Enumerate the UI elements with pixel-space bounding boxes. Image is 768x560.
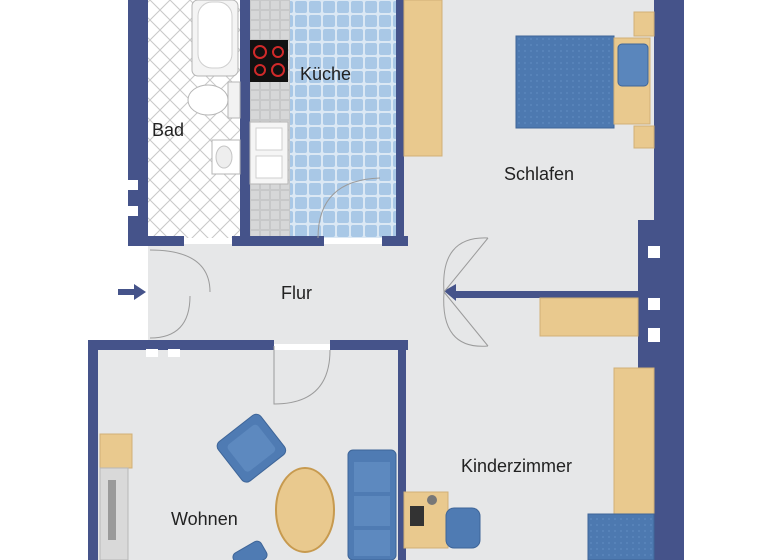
- windows: [128, 180, 660, 357]
- stove-icon: [250, 40, 288, 82]
- wall-bad-kueche: [240, 0, 250, 246]
- wall-corner-arrow: [444, 284, 456, 301]
- sink-icon: [211, 139, 241, 175]
- wall-kueche-right: [396, 0, 404, 246]
- wall-kinder-top: [456, 291, 640, 298]
- wall-wohnen-top-left: [88, 340, 274, 350]
- wall-top-flur-right: [382, 236, 408, 246]
- tv-cabinet: [99, 433, 133, 560]
- double-bed: [515, 11, 655, 149]
- wall-wohnen-top-right: [330, 340, 408, 350]
- wall-right-top: [654, 0, 684, 232]
- bathtub-icon: [191, 0, 239, 77]
- wall-wohnen-left: [88, 340, 98, 560]
- walls: [88, 0, 684, 560]
- wall-top-flur-left: [128, 236, 184, 246]
- entrance-arrow-icon: [118, 284, 146, 300]
- wall-top-flur-mid: [232, 236, 324, 246]
- sofa: [347, 449, 397, 560]
- label-kinderzimmer: Kinderzimmer: [461, 456, 572, 476]
- label-kueche: Küche: [300, 64, 351, 84]
- coffee-table: [275, 467, 335, 553]
- wall-wohnen-kinder: [398, 340, 406, 560]
- kitchen-sink-icon: [249, 121, 289, 185]
- label-flur: Flur: [281, 283, 312, 303]
- kueche-counter: [250, 0, 290, 238]
- label-bad: Bad: [152, 120, 184, 140]
- kinder-shelf: [539, 297, 639, 337]
- wardrobe: [403, 0, 443, 157]
- label-schlafen: Schlafen: [504, 164, 574, 184]
- kinder-wardrobe: [613, 367, 655, 515]
- label-wohnen: Wohnen: [171, 509, 238, 529]
- toilet-icon: [187, 81, 241, 119]
- armchair-2: [232, 540, 268, 560]
- armchair: [216, 413, 287, 483]
- doors: [149, 177, 489, 405]
- kinder-bed: [587, 513, 655, 560]
- desk-with-chair: [403, 491, 481, 549]
- kueche-tiles: [290, 0, 398, 238]
